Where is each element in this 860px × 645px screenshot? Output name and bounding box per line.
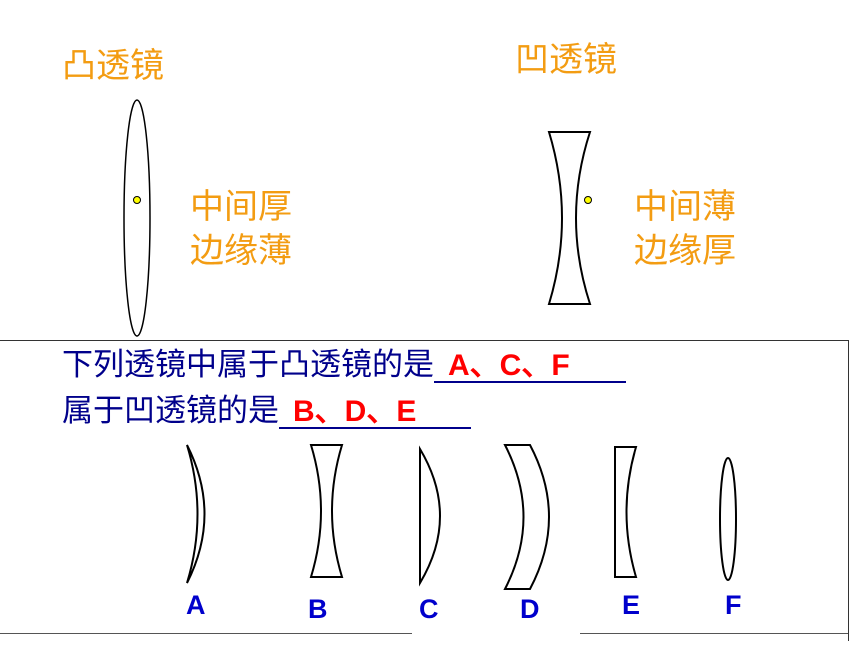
convex-lens-center-dot xyxy=(133,196,141,204)
lens-e-shape xyxy=(614,446,638,578)
question-line1-text: 下列透镜中属于凸透镜的是 xyxy=(62,347,434,383)
lens-label-d: D xyxy=(520,594,540,624)
answer-concave: B、D、E xyxy=(279,397,471,429)
concave-desc-line2: 边缘厚 xyxy=(634,231,736,271)
lens-label-f: F xyxy=(725,590,742,620)
convex-lens-title: 凸透镜 xyxy=(62,46,164,86)
concave-lens-title: 凹透镜 xyxy=(515,40,617,80)
bottom-divider-left xyxy=(0,633,412,634)
question-box xyxy=(0,340,849,641)
lens-a-shape xyxy=(186,444,206,584)
lens-label-e: E xyxy=(622,590,641,620)
convex-desc-line1: 中间厚 xyxy=(190,187,292,227)
bottom-divider-right xyxy=(580,633,848,634)
question-line2-text: 属于凹透镜的是 xyxy=(62,393,279,429)
lens-b-shape xyxy=(309,444,344,578)
lens-label-b: B xyxy=(308,594,328,624)
answer-convex: A、C、F xyxy=(434,351,626,383)
lens-c-shape xyxy=(419,445,441,587)
convex-lens-diagram xyxy=(123,99,592,337)
convex-desc-line2: 边缘薄 xyxy=(190,231,292,271)
concave-lens-outline xyxy=(547,131,592,305)
lens-label-c: C xyxy=(419,594,439,624)
concave-lens-center-dot xyxy=(584,196,592,204)
convex-lens-outline xyxy=(123,99,151,337)
concave-desc-line1: 中间薄 xyxy=(634,187,736,227)
lens-f-shape xyxy=(719,457,737,581)
lens-label-a: A xyxy=(186,590,206,620)
lens-d-shape xyxy=(503,444,550,590)
